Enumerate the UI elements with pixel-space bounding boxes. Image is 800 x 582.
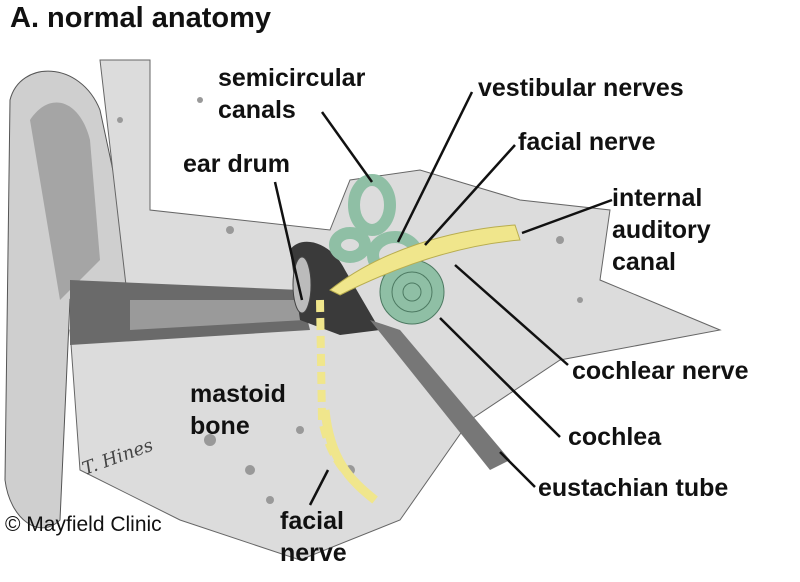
label-cochlear-nerve: cochlear nerve	[572, 357, 749, 385]
label-line: bone	[190, 412, 250, 440]
copyright: © Mayfield Clinic	[5, 513, 162, 536]
label-line: nerve	[280, 539, 347, 567]
label-facial-nerve-bottom: facial nerve	[280, 505, 347, 569]
nerve-bundle	[329, 224, 521, 296]
label-cochlea: cochlea	[568, 423, 662, 451]
label-vestibular-nerves: vestibular nerves	[478, 74, 684, 102]
label-line: facial	[280, 507, 344, 535]
cochlea-shape	[379, 259, 445, 325]
label-semicircular-canals: semicircular canals	[218, 62, 365, 126]
label-facial-nerve-top: facial nerve	[518, 128, 656, 156]
label-eustachian-tube: eustachian tube	[538, 474, 729, 502]
label-ear-drum: ear drum	[183, 150, 290, 178]
label-line: canals	[218, 96, 296, 124]
label-line: semicircular	[218, 64, 366, 92]
label-line: mastoid	[190, 380, 286, 408]
figure-title: A. normal anatomy	[10, 2, 272, 34]
leader-lines	[273, 91, 613, 506]
label-line: internal	[612, 184, 703, 212]
label-line: canal	[612, 248, 676, 276]
ear-drum-shape	[292, 256, 312, 314]
eustachian-tube-shape	[370, 320, 510, 470]
label-line: auditory	[612, 216, 711, 244]
label-mastoid-bone: mastoid bone	[190, 378, 286, 442]
label-internal-auditory-canal: internal auditory canal	[612, 182, 711, 278]
